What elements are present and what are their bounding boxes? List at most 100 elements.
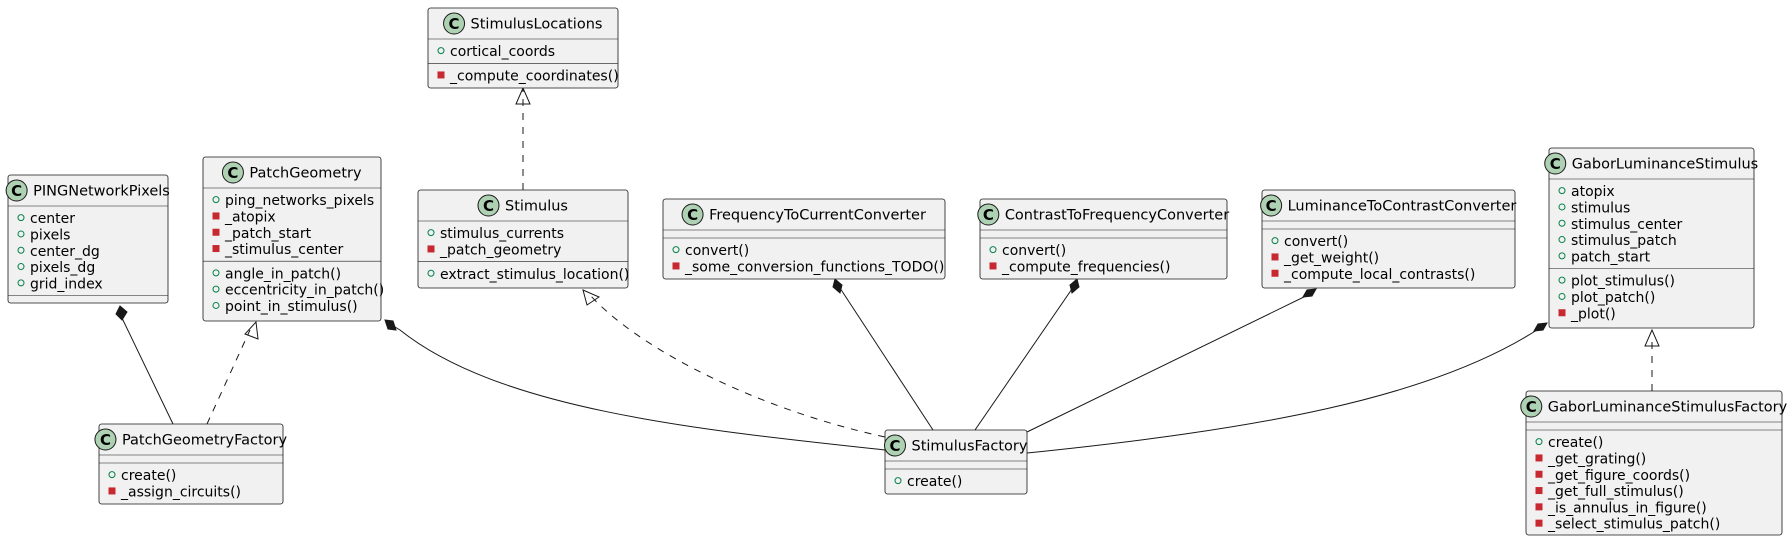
class-member: create() (907, 474, 962, 490)
stimulus-factory-box (884, 429, 1028, 495)
class-member: stimulus_currents (440, 226, 564, 242)
relation-stimulus-factory-to-stimulus (582, 289, 886, 438)
relation-stimulus-factory-to-gabor-luminance-stimulus (1026, 322, 1548, 454)
realization-line (206, 329, 251, 425)
class-stereotype-letter: C (483, 197, 494, 215)
composition-line (837, 284, 934, 431)
class-member: _some_conversion_functions_TODO() (684, 259, 944, 275)
class-member: point_in_stimulus() (225, 299, 358, 315)
class-member: _get_full_stimulus() (1547, 484, 1684, 500)
class-member: eccentricity_in_patch() (225, 283, 384, 299)
class-stereotype-icon (5, 179, 28, 202)
class-stereotype-icon (681, 203, 704, 226)
class-member: _get_figure_coords() (1547, 468, 1690, 484)
stimulus-name: Stimulus (505, 199, 568, 215)
class-member: _patch_geometry (439, 242, 561, 258)
composition-diamond-icon (1533, 322, 1548, 332)
class-member: grid_index (30, 276, 103, 292)
contrast-to-frequency-converter-box (979, 198, 1228, 280)
private-visibility-icon (212, 245, 220, 253)
class-stereotype-letter: C (1550, 155, 1561, 173)
class-member: extract_stimulus_location() (440, 267, 629, 283)
class-stereotype-letter: C (890, 437, 901, 455)
relation-patch-geometry-factory-to-ping-network-pixels (115, 305, 174, 425)
relation-stimulus-to-stimulus-locations (515, 86, 531, 190)
class-stereotype-icon (477, 194, 500, 217)
class-member: cortical_coords (450, 44, 555, 60)
class-stereotype-icon (1260, 194, 1283, 217)
composition-line (974, 285, 1075, 431)
class-member: _select_stimulus_patch() (1547, 517, 1720, 533)
class-member: _assign_circuits() (120, 484, 241, 500)
composition-diamond-icon (115, 305, 128, 321)
class-stereotype-letter: C (1526, 398, 1537, 416)
stimulus-class: C Stimulus stimulus_currents_patch_geometr… (417, 189, 629, 289)
class-member: _get_grating() (1547, 451, 1646, 467)
class-member: center_dg (30, 244, 100, 260)
stimulus-locations-box (427, 7, 619, 89)
ping-network-pixels-box (7, 174, 169, 304)
relation-patch-geometry-factory-to-patch-geometry (206, 320, 259, 425)
public-visibility-icon (672, 246, 680, 254)
private-visibility-icon (1535, 503, 1543, 511)
private-visibility-icon (1558, 309, 1566, 317)
class-member: _patch_start (224, 226, 312, 242)
class-member: convert() (685, 243, 749, 259)
public-visibility-icon (212, 196, 220, 204)
public-visibility-icon (894, 477, 902, 485)
class-member: plot_stimulus() (1571, 274, 1675, 290)
relation-stimulus-factory-to-contrast-to-frequency-converter (974, 278, 1080, 431)
class-stereotype-letter: C (11, 182, 22, 200)
class-member: angle_in_patch() (225, 266, 341, 282)
gabor-luminance-stimulus-factory-box (1525, 390, 1783, 536)
composition-diamond-icon (1069, 278, 1080, 294)
class-member: pixels (30, 227, 70, 243)
realization-arrowhead-icon (582, 289, 601, 306)
class-stereotype-letter: C (687, 206, 698, 224)
class-member: stimulus (1571, 200, 1630, 216)
class-stereotype-icon (1520, 395, 1543, 418)
composition-line (1026, 293, 1311, 433)
public-visibility-icon (108, 471, 116, 479)
class-member: ping_networks_pixels (225, 193, 374, 209)
realization-arrowhead-icon (244, 320, 259, 340)
relation-stimulus-factory-to-frequency-to-current-converter (832, 278, 934, 431)
composition-line (121, 317, 174, 425)
realization-arrowhead-icon (1644, 328, 1660, 347)
relation-gabor-luminance-stimulus-factory-to-gabor-luminance-stimulus (1644, 328, 1660, 391)
patch-geometry-factory-box (98, 423, 284, 505)
class-member: pixels_dg (30, 260, 95, 276)
class-member: center (30, 211, 75, 227)
public-visibility-icon (212, 285, 220, 293)
relation-stimulus-factory-to-patch-geometry (384, 319, 886, 451)
private-visibility-icon (1535, 454, 1543, 462)
class-stereotype-icon (1544, 152, 1567, 175)
private-visibility-icon (672, 262, 680, 270)
class-member: _plot() (1570, 306, 1616, 322)
private-visibility-icon (212, 212, 220, 220)
class-stereotype-icon (977, 203, 1000, 226)
luminance-to-contrast-converter-box (1261, 189, 1516, 289)
private-visibility-icon (1271, 269, 1279, 277)
public-visibility-icon (1558, 236, 1566, 244)
public-visibility-icon (17, 263, 25, 271)
public-visibility-icon (1558, 292, 1566, 300)
class-stereotype-icon (443, 12, 466, 35)
class-stereotype-icon (884, 434, 907, 457)
class-member: _get_weight() (1283, 250, 1379, 266)
public-visibility-icon (1558, 187, 1566, 195)
public-visibility-icon (427, 269, 435, 277)
realization-line (589, 294, 886, 438)
frequency-to-current-converter-box (662, 198, 946, 280)
private-visibility-icon (427, 245, 435, 253)
composition-line (389, 323, 886, 451)
public-visibility-icon (427, 229, 435, 237)
class-member: create() (1548, 435, 1603, 451)
private-visibility-icon (1271, 253, 1279, 261)
